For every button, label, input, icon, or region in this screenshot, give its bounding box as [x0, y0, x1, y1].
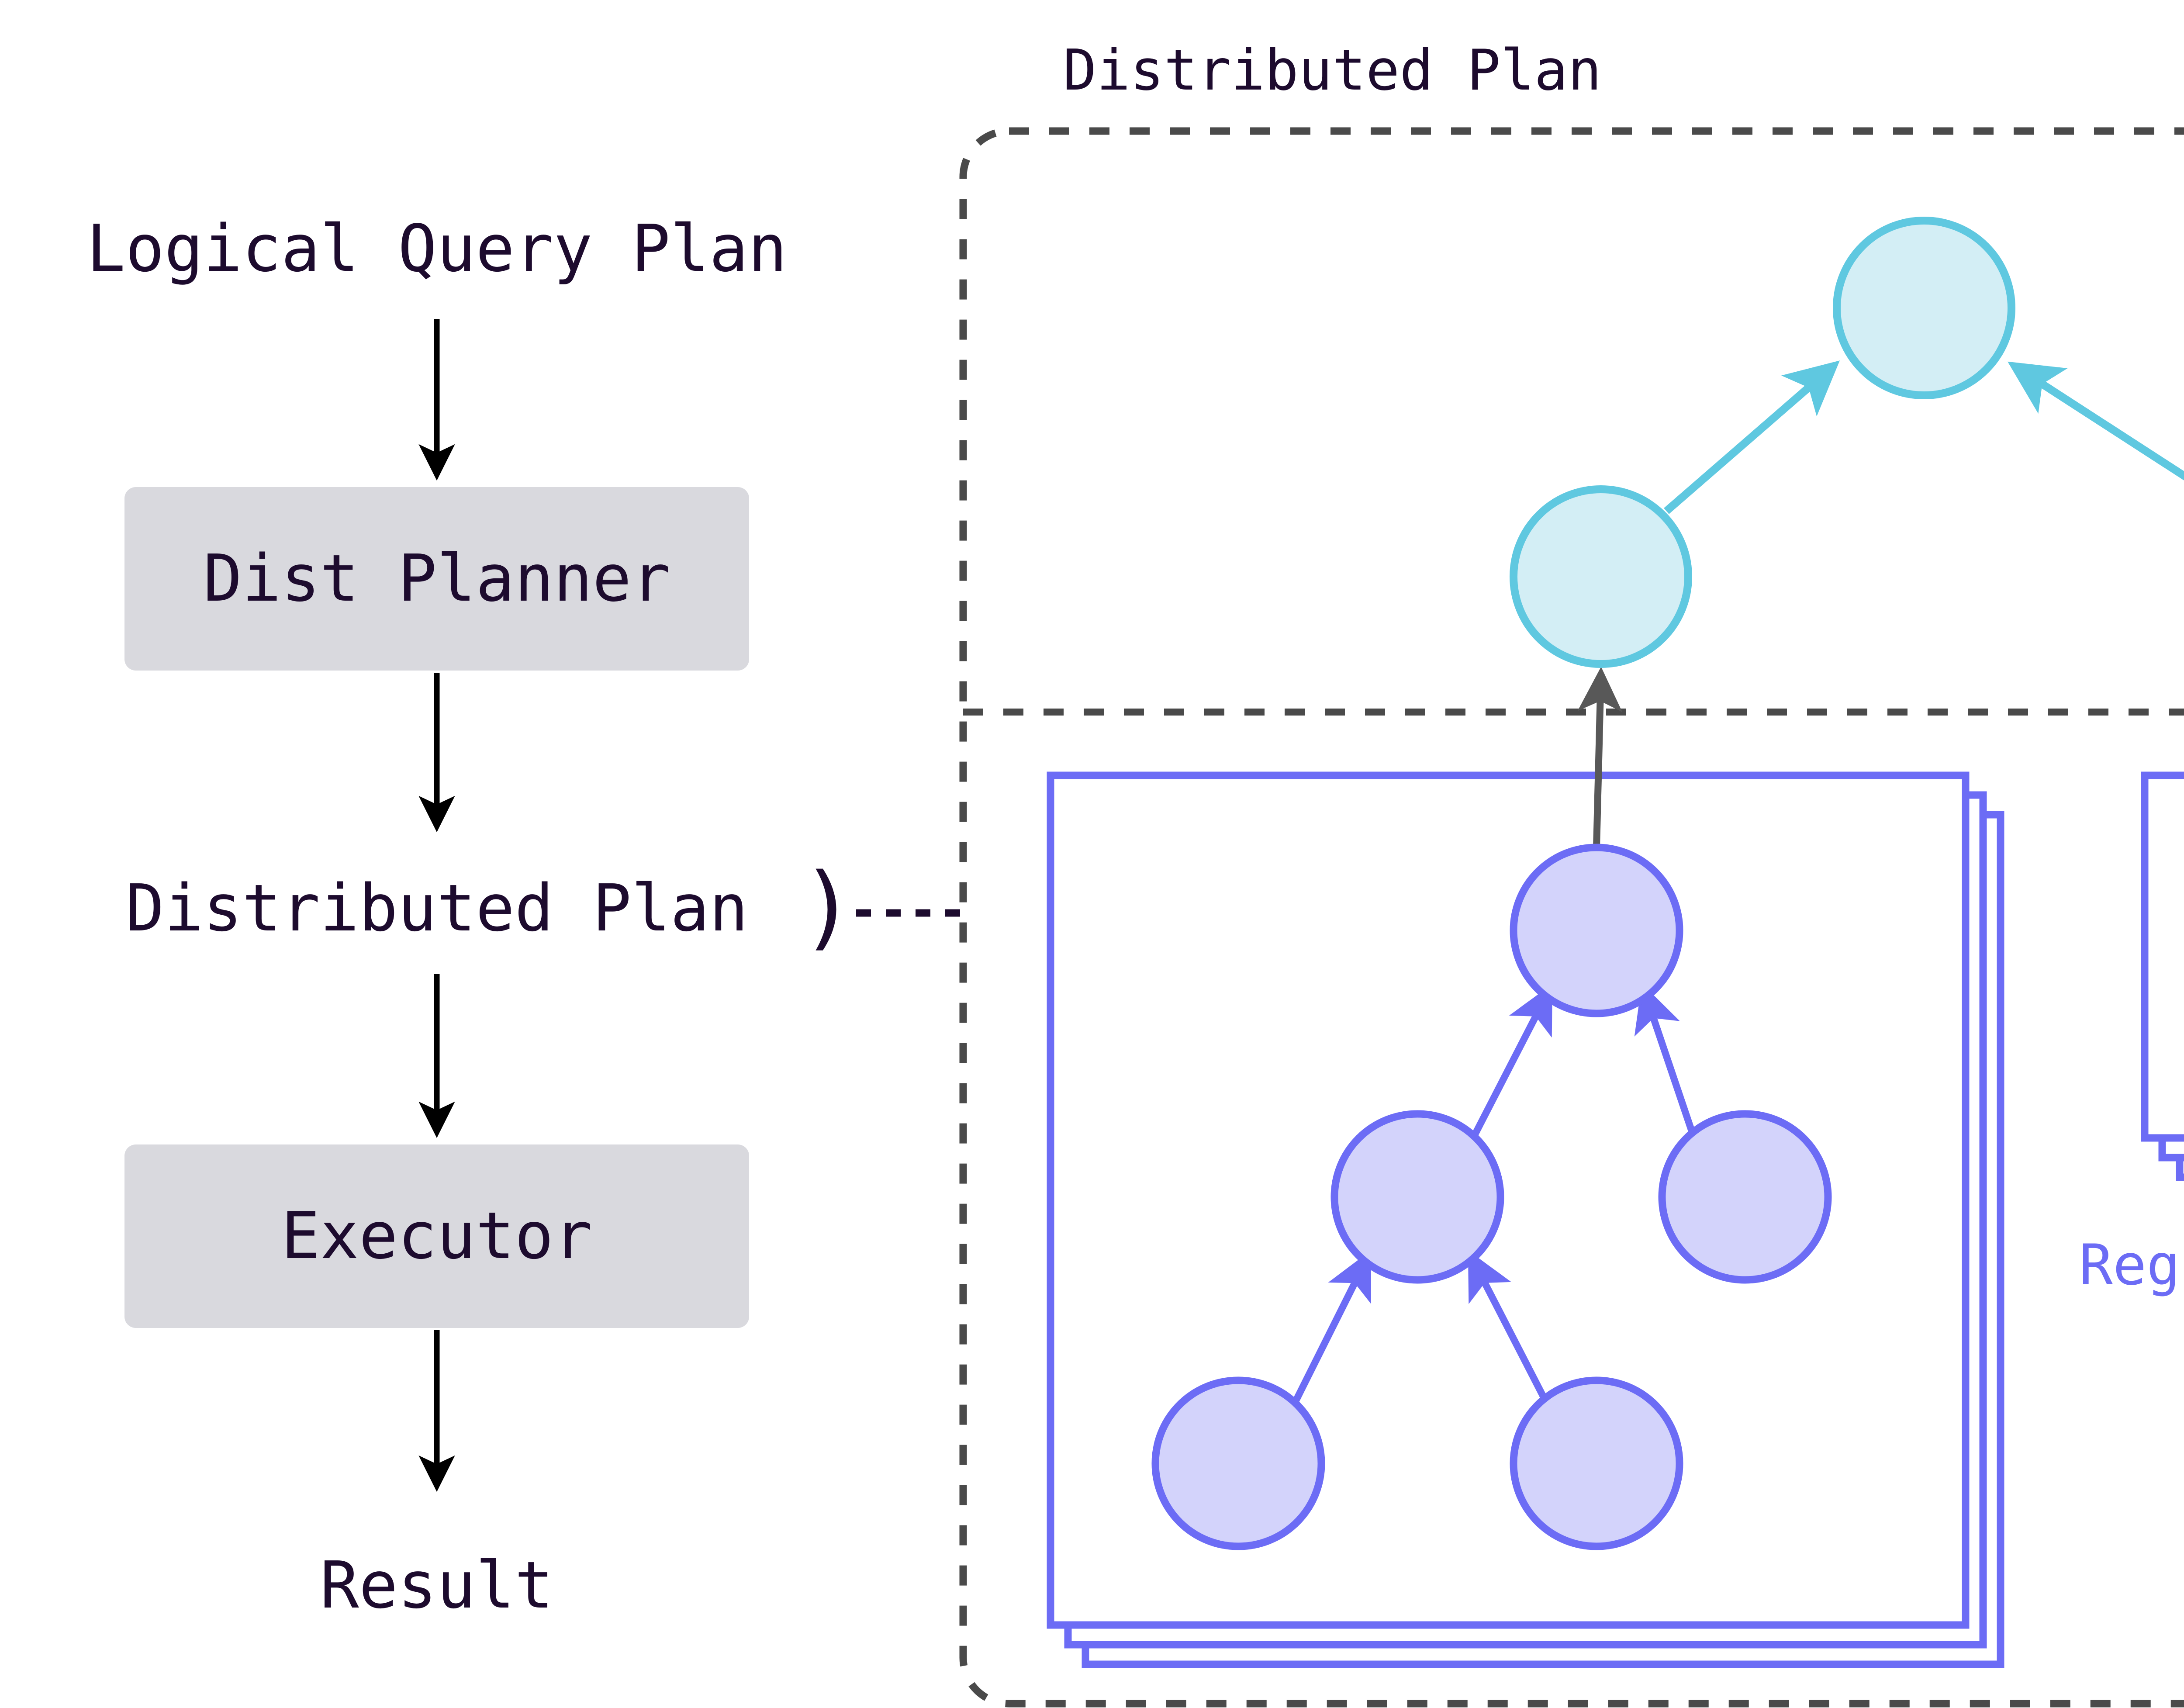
- container-title: Distributed Plan: [1063, 38, 1602, 103]
- arrow-dleafr-to-dmid: [1468, 1250, 1552, 1408]
- region-card-right-front[interactable]: [2141, 771, 2184, 1142]
- arrow-frontend-left-to-root: [1664, 360, 1840, 514]
- executor-box[interactable]: [124, 1144, 749, 1328]
- result-label: Result: [320, 1548, 554, 1623]
- frontend-node-root[interactable]: [1833, 217, 2015, 399]
- arrow-datanode-to-frontend-left: [1577, 667, 1623, 848]
- datanode-node-leaf-left[interactable]: [1151, 1376, 1325, 1550]
- arrow-frontend-right-to-root: [2008, 361, 2184, 481]
- query-pipeline-column: Logical Query Plan Dist Planner Distribu…: [86, 211, 963, 1623]
- datanode-node-right[interactable]: [1658, 1110, 1832, 1284]
- arrow-dleafl-to-dmid: [1289, 1250, 1371, 1408]
- frontend-stage-nodes: [1510, 217, 2184, 668]
- frontend-node-left[interactable]: [1510, 485, 1692, 668]
- arrow-dright-to-droot: [1634, 983, 1698, 1141]
- distributed-plan-brace: ): [800, 853, 855, 960]
- distributed-plan-container: [959, 127, 2184, 1708]
- datanode-node-mid[interactable]: [1330, 1110, 1504, 1284]
- arrow-dmid-to-droot: [1469, 984, 1553, 1142]
- regions-label: Regions: [2079, 1233, 2184, 1298]
- distributed-plan-label: Distributed Plan: [125, 871, 748, 946]
- datanode-main-tree: [1151, 844, 1832, 1550]
- logical-query-plan-label: Logical Query Plan: [86, 211, 787, 286]
- executor-label: Executor: [281, 1198, 593, 1273]
- dist-planner-box[interactable]: [124, 487, 749, 671]
- dist-planner-label: Dist Planner: [203, 541, 670, 616]
- region-stack-right: [2141, 771, 2184, 1181]
- datanode-node-leaf-right[interactable]: [1510, 1376, 1683, 1550]
- datanode-node-root[interactable]: [1510, 844, 1683, 1017]
